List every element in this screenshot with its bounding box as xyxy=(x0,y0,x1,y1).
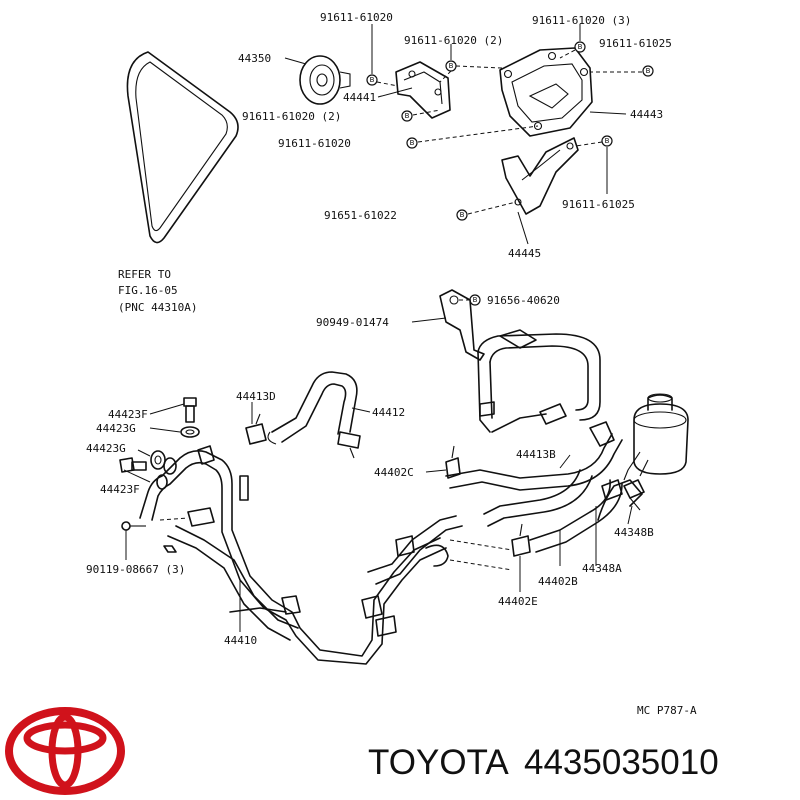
tube-end-fitting xyxy=(156,445,215,490)
label-90949-01474: 90949-01474 xyxy=(316,316,389,329)
pressure-tube-44410 xyxy=(139,450,463,665)
label-44402E: 44402E xyxy=(498,595,538,608)
label-91611-61020-mid: 91611-61020 xyxy=(278,137,351,150)
label-44441: 44441 xyxy=(343,91,376,104)
idler-pulley-44350 xyxy=(299,55,351,105)
bolt-icon: B xyxy=(406,137,418,149)
brand-name: TOYOTA xyxy=(368,743,509,782)
svg-text:B: B xyxy=(578,43,583,51)
gasket-44423G xyxy=(180,426,200,438)
label-44423G-b: 44423G xyxy=(86,442,126,455)
hose-44348B xyxy=(597,479,645,521)
bracket-44445 xyxy=(501,137,579,215)
screw-90119-08667 xyxy=(121,521,177,553)
label-44348B: 44348B xyxy=(614,526,654,539)
svg-text:B: B xyxy=(460,211,465,219)
label-44423G-a: 44423G xyxy=(96,422,136,435)
label-44423F-b: 44423F xyxy=(100,483,140,496)
label-44445: 44445 xyxy=(508,247,541,260)
bolt-callouts: B B B B B B B B B xyxy=(366,41,654,306)
label-44402B: 44402B xyxy=(538,575,578,588)
feed-hose-upper xyxy=(477,329,601,433)
bracket-44441 xyxy=(395,61,451,119)
bolt-icon: B xyxy=(601,135,613,147)
gasket-44423G-lower xyxy=(150,450,177,475)
reservoir-tank xyxy=(623,393,689,481)
label-44410: 44410 xyxy=(224,634,257,647)
label-44350: 44350 xyxy=(238,52,271,65)
belt-note-line-3: (PNC 44310A) xyxy=(118,301,197,314)
label-91611-61020-2a: 91611-61020 (2) xyxy=(404,34,503,47)
toyota-logo-icon xyxy=(5,707,125,795)
svg-text:B: B xyxy=(449,62,454,70)
label-91656-40620: 91656-40620 xyxy=(487,294,560,307)
bolt-icon: B xyxy=(445,60,457,72)
hose-clamp-44402B xyxy=(511,523,531,557)
union-bolt-44423F-lower xyxy=(119,457,147,473)
part-number: 4435035010 xyxy=(524,743,719,782)
hose-clamp xyxy=(337,431,361,459)
bolt-icon: B xyxy=(456,209,468,221)
svg-text:B: B xyxy=(405,112,410,120)
label-91611-61020-2b: 91611-61020 (2) xyxy=(242,110,341,123)
label-44402C: 44402C xyxy=(374,466,414,479)
label-91611-61025-b: 91611-61025 xyxy=(562,198,635,211)
bolt-icon: B xyxy=(469,294,481,306)
union-bolt-44423F xyxy=(183,397,197,423)
svg-text:B: B xyxy=(370,76,375,84)
diagram-code: MC P787-A xyxy=(637,704,697,717)
svg-text:B: B xyxy=(473,296,478,304)
label-44412: 44412 xyxy=(372,406,405,419)
brand-text: TOYOTA 4435035010 xyxy=(368,743,719,782)
bolt-icon: B xyxy=(642,65,654,77)
part-labels: 91611-61020 91611-61020 (3) 91611-61020 … xyxy=(86,11,672,647)
hose-clamp-44413D xyxy=(245,413,267,445)
svg-text:B: B xyxy=(646,67,651,75)
label-91651-61022: 91651-61022 xyxy=(324,209,397,222)
svg-text:B: B xyxy=(410,139,415,147)
belt-note-line-2: FIG.16-05 xyxy=(118,284,178,297)
label-44443: 44443 xyxy=(630,108,663,121)
hose-clamp-44402C xyxy=(445,445,461,479)
label-91611-61020-top: 91611-61020 xyxy=(320,11,393,24)
clamp-bracket-90949-01474 xyxy=(439,289,485,361)
bolt-icon: B xyxy=(366,74,378,86)
bolt-icon: B xyxy=(401,110,413,122)
label-91611-61020-3: 91611-61020 (3) xyxy=(532,14,631,27)
label-91611-61025-a: 91611-61025 xyxy=(599,37,672,50)
svg-text:B: B xyxy=(605,137,610,145)
label-44348A: 44348A xyxy=(582,562,622,575)
label-44413D: 44413D xyxy=(236,390,276,403)
bracket-44443 xyxy=(499,47,593,137)
drive-belt xyxy=(126,51,239,244)
belt-note-line-1: REFER TO xyxy=(118,268,171,281)
label-44423F-a: 44423F xyxy=(108,408,148,421)
bolt-icon: B xyxy=(574,41,586,53)
return-hose-44412 xyxy=(267,371,358,445)
label-90119-08667: 90119-08667 (3) xyxy=(86,563,185,576)
hose-44348A xyxy=(483,469,623,553)
belt-reference-note: REFER TO FIG.16-05 (PNC 44310A) xyxy=(118,268,197,314)
label-44413B: 44413B xyxy=(516,448,556,461)
